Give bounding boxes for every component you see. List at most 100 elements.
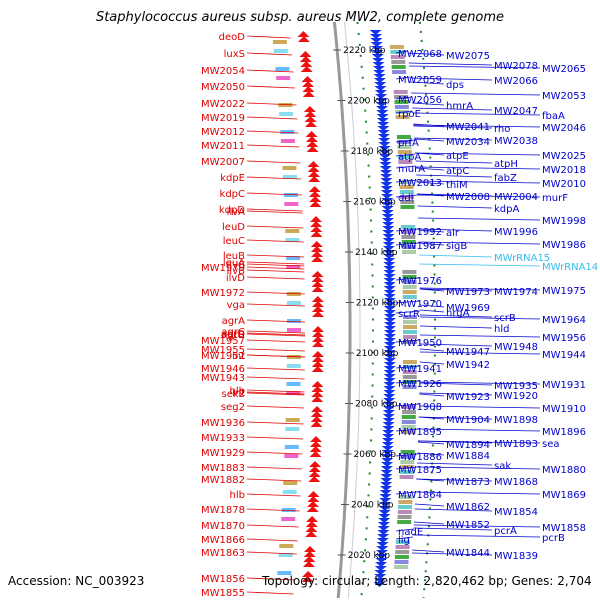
reverse-gene: [384, 314, 396, 319]
right-gene-label: atpA: [398, 152, 421, 163]
reverse-gene: [381, 194, 394, 199]
right-leader-line: [412, 107, 493, 111]
forward-gene: [303, 556, 316, 562]
right-leader-line: [417, 441, 445, 445]
reverse-gene: [379, 166, 392, 171]
reverse-gene: [377, 530, 390, 535]
reverse-gene: [382, 242, 395, 247]
right-gene-label: MW1908: [398, 402, 442, 413]
reverse-gene: [377, 122, 390, 127]
left-gene-label: MW1936: [201, 418, 245, 429]
right-leader-line: [395, 339, 421, 343]
right-leader-line: [418, 228, 493, 232]
right-gene-label: MW1986: [542, 240, 586, 251]
forward-gene: [300, 61, 313, 67]
right-gene-label: MW2068: [398, 49, 442, 60]
reverse-annotation-box: [399, 185, 414, 189]
left-gene-label: kdpD: [219, 205, 245, 216]
forward-gene: [311, 296, 324, 302]
right-leader-line: [395, 365, 420, 369]
left-gene-label: deoD: [219, 32, 246, 43]
reverse-gene: [374, 82, 387, 87]
reverse-gene: [379, 502, 392, 507]
forward-gene: [308, 471, 321, 477]
left-leader-line: [246, 466, 302, 470]
right-leader-line: [411, 102, 445, 106]
right-gene-label: sigB: [446, 241, 467, 252]
right-gene-label: rho: [494, 124, 510, 135]
reverse-gene: [379, 154, 392, 159]
reverse-gene: [381, 458, 394, 463]
reverse-gene: [383, 258, 396, 263]
forward-gene: [312, 331, 324, 337]
forward-annotation-box: [285, 238, 300, 242]
forward-annotation-box: [278, 103, 293, 107]
reverse-gene: [382, 226, 395, 231]
reverse-annotation-box: [400, 460, 415, 464]
left-leader-line: [246, 391, 305, 395]
reverse-annotation-box: [397, 520, 412, 524]
forward-annotation-box: [278, 553, 293, 557]
left-leader-line: [246, 116, 298, 120]
forward-gene: [311, 281, 324, 287]
right-leader-line: [413, 124, 541, 128]
right-gene-label: pcrB: [542, 533, 565, 544]
reverse-gene: [376, 110, 389, 115]
reverse-annotation-box: [398, 495, 413, 499]
reverse-annotation-box: [398, 500, 413, 504]
right-leader-line: [412, 112, 541, 116]
right-leader-line: [419, 343, 493, 347]
reverse-annotation-box: [400, 455, 415, 459]
forward-gene: [303, 106, 316, 112]
right-leader-line: [414, 138, 445, 142]
left-gene-label: kdpE: [220, 173, 245, 184]
reverse-gene: [374, 86, 387, 91]
right-leader-line: [419, 392, 493, 396]
reverse-gene: [375, 102, 388, 107]
left-gene-label: hlb: [230, 490, 245, 501]
left-gene-label: MW1863: [201, 548, 245, 559]
right-gene-label: nrgA: [446, 308, 470, 319]
right-gene-label: MW2047: [494, 106, 538, 117]
reverse-gene: [383, 366, 396, 371]
reverse-gene: [383, 350, 396, 355]
right-leader-line: [395, 403, 420, 407]
right-leader-line: [415, 491, 541, 495]
reverse-gene: [377, 522, 390, 527]
reverse-annotation-box: [401, 415, 416, 419]
left-gene-label: MW2012: [201, 127, 245, 138]
forward-annotation-box: [276, 76, 291, 80]
right-leader-line: [418, 241, 541, 245]
scale-label: 2020 kbp: [348, 551, 391, 561]
reverse-gene: [377, 134, 390, 139]
reverse-annotation-box: [394, 555, 409, 559]
left-gene-label: MW1856: [201, 574, 245, 585]
forward-gene: [309, 201, 322, 207]
left-leader-line: [246, 354, 305, 358]
reverse-gene: [374, 90, 387, 95]
left-leader-line: [246, 192, 302, 196]
reverse-gene: [383, 394, 396, 399]
forward-gene: [311, 381, 324, 387]
scale-label: 2100 kbp: [356, 349, 399, 359]
forward-gene: [301, 76, 314, 82]
right-leader-line: [408, 65, 541, 69]
reverse-annotation-box: [390, 50, 405, 54]
reverse-gene: [373, 78, 386, 83]
reverse-gene: [376, 542, 389, 547]
right-gene-label: rpoE: [398, 109, 421, 120]
right-leader-line: [419, 309, 445, 313]
forward-gene: [299, 51, 312, 57]
left-gene-label: leuA: [223, 258, 245, 269]
right-leader-line: [414, 508, 493, 512]
forward-gene: [305, 526, 318, 532]
left-leader-line: [246, 508, 300, 512]
reverse-gene: [376, 118, 389, 123]
forward-annotation-box: [284, 445, 299, 449]
left-leader-line: [246, 405, 305, 409]
right-leader-line: [416, 181, 445, 185]
reverse-gene: [380, 474, 393, 479]
reverse-annotation-box: [393, 90, 408, 94]
forward-gene: [307, 161, 320, 167]
right-gene-label: MW1844: [446, 548, 490, 559]
